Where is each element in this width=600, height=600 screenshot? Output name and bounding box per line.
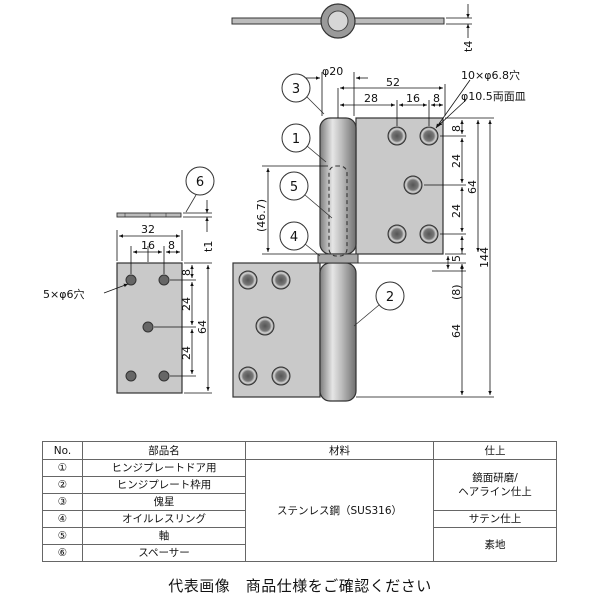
hinge-knuckle <box>317 117 359 402</box>
sp-dim-v64: 64 <box>196 320 209 334</box>
finish-cell-2: サテン仕上 <box>433 510 557 528</box>
svg-text:4: 4 <box>290 230 298 245</box>
dim-v8: 8 <box>450 125 463 132</box>
table-row: ⑥ スペーサー <box>42 544 557 562</box>
row-no: ① <box>42 459 83 477</box>
sp-dim-32: 32 <box>141 223 155 236</box>
sp-dim-v24b: 24 <box>180 346 193 360</box>
dim-8: 8 <box>433 92 440 105</box>
t1-label: t1 <box>202 241 215 252</box>
callout-1: 1 <box>281 123 327 163</box>
main-horizontal-dimensions <box>306 72 446 126</box>
callout-2: 2 <box>353 281 405 327</box>
dim-v24a: 24 <box>450 154 463 168</box>
countersunk-holes-lower <box>238 270 291 386</box>
row-name: ヒンジプレートドア用 <box>82 459 246 477</box>
table-row: ⑤ 軸 素地 <box>42 527 557 562</box>
t1-dimension <box>183 200 212 232</box>
spacer-hole-note: 5×φ6穴 <box>43 287 84 301</box>
row-no: ④ <box>42 510 83 528</box>
table-header-row: No. 部品名 材料 仕上 <box>42 441 557 460</box>
dim-phi20: φ20 <box>322 65 343 78</box>
dim-16: 16 <box>406 92 420 105</box>
material-cell: ステンレス鋼（SUS316） <box>245 459 434 562</box>
finish-cell-3: 素地 <box>433 527 557 562</box>
dim-52: 52 <box>386 76 400 89</box>
spacer-plate <box>116 262 183 394</box>
upper-hinge-plate <box>355 117 444 255</box>
svg-text:5: 5 <box>290 180 298 195</box>
dim-v144: 144 <box>478 247 491 268</box>
row-name: 傀星 <box>82 493 246 511</box>
row-no: ⑤ <box>42 527 83 545</box>
t4-label: t4 <box>462 41 475 52</box>
header-no: No. <box>42 441 83 460</box>
countersunk-holes-upper <box>387 126 439 244</box>
table-row: ④ オイルレスリング サテン仕上 <box>42 510 557 528</box>
spacer-holes <box>125 274 170 382</box>
dim-v64a: 64 <box>466 180 479 194</box>
sp-dim-16: 16 <box>141 239 155 252</box>
spacer-hole-leader <box>103 283 129 294</box>
row-name: オイルレスリング <box>82 510 246 528</box>
callout-6: 6 <box>185 166 215 213</box>
finish-cell-1: 鏡面研磨/ ヘアライン仕上 <box>433 459 557 511</box>
sp-dim-8: 8 <box>168 239 175 252</box>
row-name: ヒンジプレート枠用 <box>82 476 246 494</box>
svg-text:2: 2 <box>386 290 394 305</box>
dim-v64b: 64 <box>450 324 463 338</box>
parts-table: No. 部品名 材料 仕上 ① ヒンジプレートドア用 ステンレス鋼（SUS316… <box>42 441 557 562</box>
dim-28: 28 <box>364 92 378 105</box>
dim-v5: 5 <box>450 255 463 262</box>
lower-hinge-plate <box>232 262 321 398</box>
sp-dim-v8: 8 <box>180 269 193 276</box>
svg-text:1: 1 <box>292 132 300 147</box>
svg-text:3: 3 <box>292 82 300 97</box>
finish-line-1: 鏡面研磨/ <box>472 472 518 484</box>
callout-4: 4 <box>279 221 321 257</box>
svg-text:6: 6 <box>196 175 204 190</box>
image-caption: 代表画像 商品仕様をご確認ください <box>168 577 432 595</box>
dim-v8-paren: (8) <box>450 284 463 300</box>
row-no: ② <box>42 476 83 494</box>
header-finish: 仕上 <box>433 441 557 460</box>
dim-v24b: 24 <box>450 204 463 218</box>
top-edge-view <box>231 3 445 39</box>
technical-drawing: t4 3 1 <box>43 3 526 402</box>
callout-5: 5 <box>279 171 333 219</box>
t4-dimension <box>446 4 472 38</box>
header-material: 材料 <box>245 441 434 460</box>
table-row: ② ヒンジプレート枠用 <box>42 476 557 494</box>
row-name: スペーサー <box>82 544 246 562</box>
sp-dim-v24a: 24 <box>180 297 193 311</box>
table-row: ① ヒンジプレートドア用 ステンレス鋼（SUS316） 鏡面研磨/ ヘアライン仕… <box>42 459 557 562</box>
callout-3: 3 <box>281 73 325 115</box>
main-vertical-dimensions <box>356 117 494 398</box>
finish-line-2: ヘアライン仕上 <box>458 486 532 498</box>
row-no: ③ <box>42 493 83 511</box>
dim-v46-7: (46.7) <box>255 199 268 232</box>
row-name: 軸 <box>82 527 246 545</box>
spacer-edge-view <box>116 212 182 218</box>
countersink-note: φ10.5両面皿 <box>461 90 526 103</box>
row-no: ⑥ <box>42 544 83 562</box>
hole-note-leaders <box>435 79 471 129</box>
header-part-name: 部品名 <box>82 441 246 460</box>
left-vertical-dimensions <box>262 165 466 272</box>
spacer-dimensions <box>116 230 212 394</box>
hole-note: 10×φ6.8穴 <box>461 68 520 82</box>
